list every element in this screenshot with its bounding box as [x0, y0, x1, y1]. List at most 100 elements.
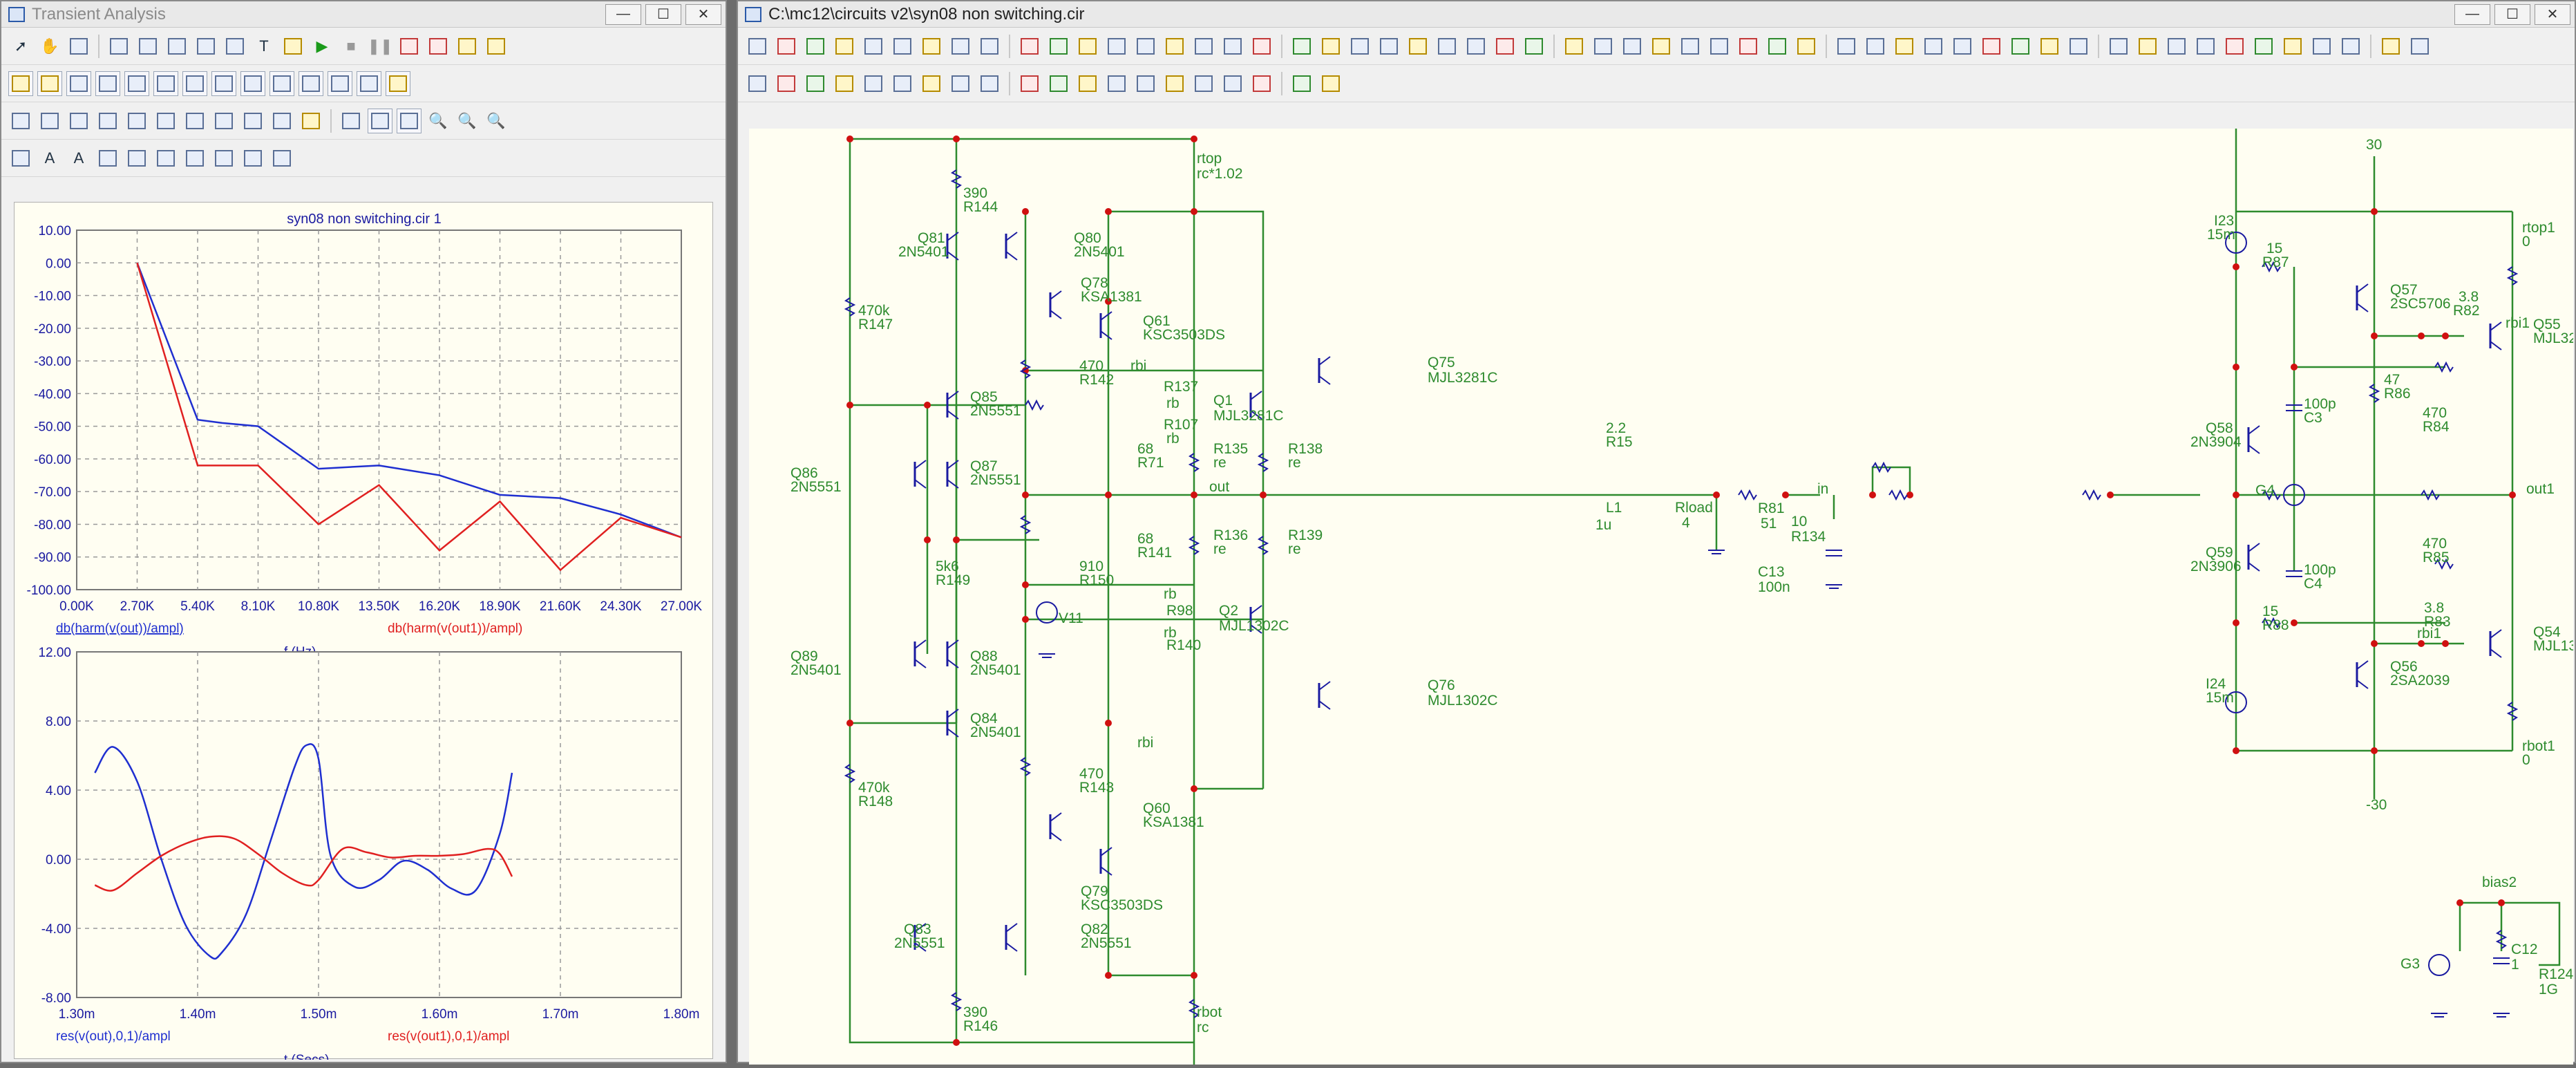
- schem-tool-50-icon[interactable]: [2222, 34, 2247, 59]
- align-left-icon[interactable]: [153, 146, 178, 171]
- schem-tool-35-icon[interactable]: [1765, 34, 1790, 59]
- high-icon[interactable]: [124, 71, 149, 96]
- schem-tool-45-icon[interactable]: [2066, 34, 2091, 59]
- bottom-icon[interactable]: [299, 71, 323, 96]
- schem-tool-43-icon[interactable]: [2008, 34, 2033, 59]
- graph-i-icon[interactable]: [240, 109, 265, 133]
- zoom-box-icon[interactable]: [164, 34, 189, 59]
- graph-c-icon[interactable]: [66, 109, 91, 133]
- schem-tool-51-icon[interactable]: [2251, 34, 2276, 59]
- tracking-icon[interactable]: [397, 34, 422, 59]
- schem-tool-18-icon[interactable]: [1249, 34, 1274, 59]
- fit-icon[interactable]: [368, 108, 392, 133]
- graph-d-icon[interactable]: [95, 109, 120, 133]
- line-plot-icon[interactable]: [193, 34, 218, 59]
- schem-tool-54-icon[interactable]: [2338, 34, 2363, 59]
- peak-icon[interactable]: [66, 71, 91, 96]
- print-icon[interactable]: [339, 109, 363, 133]
- schem-tool-3-icon[interactable]: [803, 34, 828, 59]
- close-button[interactable]: ✕: [685, 3, 721, 25]
- schem-tool-6-icon[interactable]: [890, 34, 915, 59]
- minimize-button[interactable]: —: [2454, 3, 2490, 25]
- schem-tool-12-icon[interactable]: [1075, 34, 1100, 59]
- graph-e-icon[interactable]: [124, 109, 149, 133]
- pause-icon[interactable]: ❚❚: [367, 37, 393, 55]
- schem-edit-tool-2-icon[interactable]: [774, 71, 799, 96]
- schem-tool-10-icon[interactable]: [1017, 34, 1042, 59]
- stop-icon[interactable]: ■: [346, 37, 356, 55]
- schem-tool-34-icon[interactable]: [1736, 34, 1761, 59]
- schem-edit-tool-1-icon[interactable]: [745, 71, 770, 96]
- schem-tool-42-icon[interactable]: [1979, 34, 2004, 59]
- schem-tool-25-icon[interactable]: [1464, 34, 1488, 59]
- font-color-icon[interactable]: A: [73, 149, 84, 167]
- schem-tool-40-icon[interactable]: [1921, 34, 1946, 59]
- align-right-icon[interactable]: [211, 146, 236, 171]
- graph-b-icon[interactable]: [37, 109, 62, 133]
- valley-icon[interactable]: [95, 71, 120, 96]
- minimize-button[interactable]: —: [605, 3, 641, 25]
- schem-tool-41-icon[interactable]: [1950, 34, 1975, 59]
- select-arrow-icon[interactable]: ➚: [14, 37, 28, 55]
- schem-edit-tool-12-icon[interactable]: [1075, 71, 1100, 96]
- schem-edit-tool-18-icon[interactable]: [1249, 71, 1274, 96]
- graph-g-icon[interactable]: [182, 109, 207, 133]
- schem-tool-17-icon[interactable]: [1220, 34, 1245, 59]
- schem-tool-30-icon[interactable]: [1620, 34, 1645, 59]
- scale-mode-icon[interactable]: [135, 34, 160, 59]
- font-icon[interactable]: A: [44, 149, 55, 167]
- schem-edit-tool-11-icon[interactable]: [1046, 71, 1071, 96]
- global-low-icon[interactable]: [240, 71, 265, 96]
- schem-tool-32-icon[interactable]: [1678, 34, 1703, 59]
- stats-icon[interactable]: [357, 71, 381, 96]
- grid-toggle-icon[interactable]: [8, 146, 33, 171]
- schem-tool-55-icon[interactable]: [2378, 34, 2403, 59]
- schem-tool-33-icon[interactable]: [1707, 34, 1732, 59]
- cursor-mode-icon[interactable]: [106, 34, 131, 59]
- schem-edit-tool-15-icon[interactable]: [1162, 71, 1187, 96]
- schem-tool-11-icon[interactable]: [1046, 34, 1071, 59]
- formula-icon[interactable]: [222, 34, 247, 59]
- distribute-icon[interactable]: [240, 146, 265, 171]
- schem-tool-38-icon[interactable]: [1863, 34, 1888, 59]
- graph-j-icon[interactable]: [269, 109, 294, 133]
- grid-icon[interactable]: [455, 34, 480, 59]
- distribute2-icon[interactable]: [269, 146, 294, 171]
- align-center-icon[interactable]: [182, 146, 207, 171]
- schem-tool-2-icon[interactable]: [774, 34, 799, 59]
- schem-edit-tool-9-icon[interactable]: [977, 71, 1002, 96]
- copy-icon[interactable]: [95, 146, 120, 171]
- scale-icon[interactable]: [66, 34, 91, 59]
- schem-tool-26-icon[interactable]: [1493, 34, 1517, 59]
- schem-tool-52-icon[interactable]: [2280, 34, 2305, 59]
- page1-icon[interactable]: [8, 71, 33, 96]
- page2-icon[interactable]: [37, 71, 62, 96]
- schem-tool-37-icon[interactable]: [1834, 34, 1859, 59]
- schem-tool-31-icon[interactable]: [1649, 34, 1674, 59]
- top-icon[interactable]: [328, 71, 352, 96]
- schem-tool-29-icon[interactable]: [1591, 34, 1616, 59]
- schematic-svg[interactable]: 390R144Q812N5401Q802N5401rtoprc*1.02Q78K…: [749, 129, 2576, 1065]
- schem-tool-19-icon[interactable]: [1289, 34, 1314, 59]
- schem-tool-28-icon[interactable]: [1562, 34, 1587, 59]
- zoom-out-icon[interactable]: 🔍: [457, 111, 477, 129]
- schem-edit-tool-8-icon[interactable]: [948, 71, 973, 96]
- schem-edit-tool-13-icon[interactable]: [1104, 71, 1129, 96]
- maximize-button[interactable]: ☐: [645, 3, 681, 25]
- graph-h-icon[interactable]: [211, 109, 236, 133]
- schem-tool-21-icon[interactable]: [1347, 34, 1372, 59]
- text-tool-icon[interactable]: T: [259, 37, 269, 55]
- schem-tool-23-icon[interactable]: [1405, 34, 1430, 59]
- schem-edit-tool-14-icon[interactable]: [1133, 71, 1158, 96]
- schem-tool-5-icon[interactable]: [861, 34, 886, 59]
- schem-tool-7-icon[interactable]: [919, 34, 944, 59]
- right-titlebar[interactable]: C:\mc12\circuits v2\syn08 non switching.…: [738, 1, 2575, 28]
- schem-edit-tool-20-icon[interactable]: [1318, 71, 1343, 96]
- schem-tool-20-icon[interactable]: [1318, 34, 1343, 59]
- schem-tool-24-icon[interactable]: [1434, 34, 1459, 59]
- schem-tool-14-icon[interactable]: [1133, 34, 1158, 59]
- schem-tool-44-icon[interactable]: [2037, 34, 2062, 59]
